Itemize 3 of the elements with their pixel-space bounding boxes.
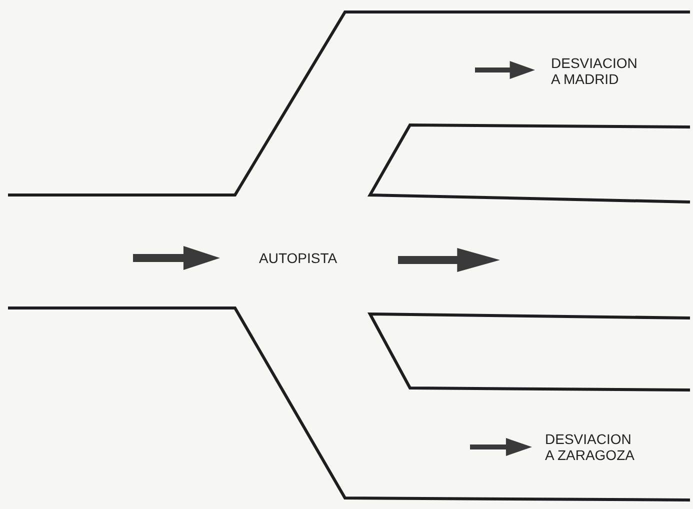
direction-sign-text: DESVIACION A MADRID — [551, 55, 638, 87]
road-name: AUTOPISTA — [259, 250, 338, 266]
direction-sign-text: DESVIACION A ZARAGOZA — [545, 431, 636, 463]
